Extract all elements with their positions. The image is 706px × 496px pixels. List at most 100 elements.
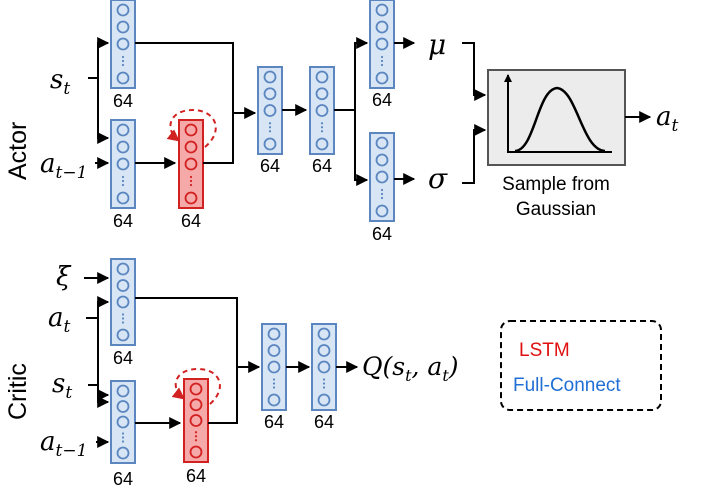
- critic-fc1-layer-ellipsis-dot: [272, 386, 276, 389]
- critic-fc2-layer-ellipsis-dot: [322, 378, 326, 381]
- actor-mu-symbol: μ: [428, 28, 446, 61]
- actor-sigma-fc-layer-neuron: [375, 170, 389, 184]
- legend: LSTM Full-Connect: [500, 320, 662, 411]
- actor-mu-fc-layer-neuron: [375, 20, 389, 34]
- critic-section-label: Critic: [4, 363, 32, 420]
- actor-lstm-layer: [178, 119, 204, 209]
- actor-lstm-layer-neuron: [184, 123, 198, 137]
- actor-action-fc-layer-neuron: [116, 191, 130, 205]
- actor-section-label: Actor: [4, 122, 32, 180]
- actor-sigma-fc-layer-neuron: [375, 153, 389, 167]
- actor-state-input-wire: [88, 37, 110, 79]
- actor-mu-fc-size: 64: [372, 90, 392, 110]
- critic-bottom-fc-layer-neuron: [116, 446, 130, 460]
- actor-prev-action-input-label: at−1: [40, 149, 87, 183]
- critic-bottom-fc-layer-body: [110, 380, 136, 464]
- critic-top-fc-layer: [110, 258, 136, 346]
- legend-box: [500, 320, 662, 411]
- actor-sigma-to-sampler-wire: [462, 124, 487, 184]
- actor-state-fc-layer-neuron: [116, 3, 130, 17]
- actor-action-fc-layer-neuron: [116, 140, 130, 154]
- actor-lstm-layer-ellipsis-dot: [189, 175, 193, 179]
- actor-lstm-layer-neuron: [184, 191, 198, 205]
- actor-fc1-size: 64: [260, 156, 280, 176]
- critic-lstm-layer-neuron: [189, 445, 203, 459]
- actor-lstm-layer-neuron: [184, 140, 198, 154]
- critic-fc1-layer-neuron: [267, 327, 281, 341]
- actor-lstm-merge-wire: [203, 113, 234, 164]
- actor-state-input-label: st: [50, 65, 70, 99]
- critic-lstm-layer-body: [183, 378, 209, 463]
- actor-fc1-layer: [257, 66, 283, 155]
- critic-fc1-layer-neuron: [267, 360, 281, 374]
- critic-lstm-layer-ellipsis-dot: [194, 435, 198, 438]
- actor-sigma-fc-layer-ellipsis-dot: [380, 192, 384, 196]
- actor-sigma-fc-size: 64: [372, 224, 392, 244]
- critic-lstm-size: 64: [186, 466, 206, 486]
- actor-sigma-fc-layer-ellipsis-dot: [380, 188, 384, 192]
- actor-lstm-layer-ellipsis-dot: [189, 183, 193, 187]
- critic-fc1-layer-neuron: [267, 344, 281, 357]
- actor-fc2-layer-body: [309, 66, 335, 155]
- actor-fc2-layer-neuron: [315, 137, 329, 151]
- actor-fc2-layer-neuron: [315, 70, 329, 84]
- critic-action-to-lower-wire: [97, 318, 110, 401]
- critic-top-fc-layer-neuron: [116, 295, 130, 309]
- critic-fc1-layer-ellipsis-dot: [272, 378, 276, 381]
- actor-mu-fc-layer-body: [369, 0, 395, 89]
- actor-lstm-layer-neuron: [184, 157, 198, 171]
- actor-mu-fc-layer: [369, 0, 395, 89]
- actor-action-fc-layer-ellipsis-dot: [121, 183, 125, 187]
- actor-state-fc-layer-body: [110, 0, 136, 89]
- actor-action-fc-layer-body: [110, 119, 136, 209]
- actor-mu-fc-layer-neuron: [375, 71, 389, 85]
- critic-output-label: Q(st, at): [362, 352, 459, 385]
- critic-action-wire: [86, 296, 110, 319]
- critic-lstm-layer-neuron: [189, 382, 203, 396]
- critic-lstm-layer-ellipsis-dot: [194, 431, 198, 434]
- actor-fc2-size: 64: [312, 156, 332, 176]
- critic-lstm-merge-wire: [208, 367, 238, 424]
- critic-fc1-layer: [261, 323, 287, 411]
- actor-fc1-layer-ellipsis-dot: [268, 126, 272, 129]
- actor-action-fc-layer-neuron: [116, 157, 130, 171]
- critic-top-fc-layer-ellipsis-dot: [121, 321, 125, 324]
- critic-xi-input-label: ξ: [56, 262, 72, 292]
- actor-sigma-fc-layer-body: [369, 132, 395, 222]
- actor-mu-to-sampler-wire: [462, 42, 487, 101]
- actor-action-fc-layer: [110, 119, 136, 209]
- actor-lstm-layer-body: [178, 119, 204, 209]
- actor-state-fc-layer-neuron: [116, 20, 130, 34]
- critic-state-input-label: st: [52, 369, 72, 403]
- gaussian-sampler-box: [487, 69, 626, 166]
- critic-fc2-layer-ellipsis-dot: [322, 382, 326, 385]
- actor-fc2-layer-ellipsis-dot: [320, 126, 324, 129]
- critic-top-fc-layer-neuron: [116, 279, 130, 292]
- actor-sigma-fc-layer-neuron: [375, 136, 389, 150]
- critic-bottom-fc-layer-neuron: [116, 384, 130, 398]
- actor-mu-fc-layer-ellipsis-dot: [380, 55, 384, 59]
- legend-lstm-label: LSTM: [519, 340, 570, 361]
- actor-mu-fc-layer-neuron: [375, 37, 389, 51]
- actor-output-label: at: [656, 102, 679, 136]
- actor-state-fc-layer-neuron: [116, 71, 130, 85]
- critic-fc2-size: 64: [314, 412, 334, 432]
- actor-fc2-layer: [309, 66, 335, 155]
- actor-mu-fc-layer-ellipsis-dot: [380, 59, 384, 63]
- gaussian-axis-arrow-y: [504, 74, 512, 82]
- critic-top-merge-wire: [135, 297, 238, 367]
- critic-top-fc-layer-ellipsis-dot: [121, 313, 125, 316]
- actor-fc1-layer-body: [257, 66, 283, 155]
- actor-fc2-layer-ellipsis-dot: [320, 122, 324, 125]
- critic-bottom-fc-layer-neuron: [116, 400, 130, 413]
- actor-fc1-layer-neuron: [263, 137, 277, 151]
- actor-state-merge-wire: [135, 42, 234, 113]
- actor-action-fc-layer-ellipsis-dot: [121, 175, 125, 179]
- critic-top-fc-size: 64: [113, 348, 133, 368]
- critic-fc1-size: 64: [264, 412, 284, 432]
- actor-lstm-recurrent-arrow: [166, 108, 217, 148]
- critic-action-input-label: at: [48, 303, 71, 337]
- critic-fc2-layer-body: [311, 323, 337, 411]
- legend-fc-label: Full-Connect: [513, 375, 621, 396]
